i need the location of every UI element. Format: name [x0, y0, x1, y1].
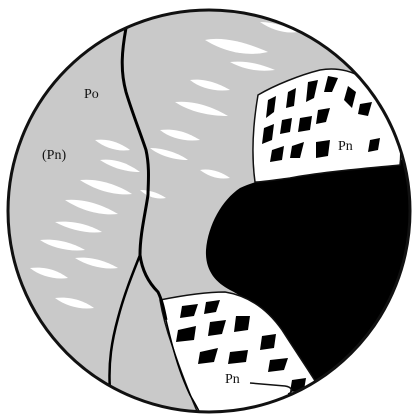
label-pn-paren: (Pn): [42, 148, 66, 164]
fleck: [260, 334, 276, 350]
label-pn-lower: Pn: [225, 372, 240, 388]
label-po: Po: [84, 87, 99, 103]
label-pn-upper: Pn: [338, 139, 353, 155]
fleck: [234, 316, 250, 332]
fleck: [316, 140, 330, 158]
fleck: [228, 350, 248, 364]
fleck: [298, 116, 312, 132]
